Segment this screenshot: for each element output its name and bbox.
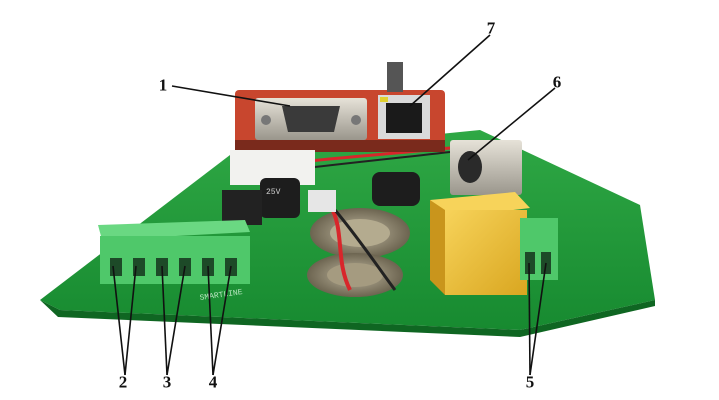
header-pins xyxy=(387,62,403,92)
mosfet xyxy=(222,190,262,225)
module-board-shadow xyxy=(235,140,445,152)
pcb-edge xyxy=(40,300,655,337)
rj45-led xyxy=(380,97,388,102)
callout-7-label: 7 xyxy=(486,18,496,38)
relay-body xyxy=(445,210,527,295)
callout-lines xyxy=(112,34,556,376)
small-connector xyxy=(308,190,336,212)
callout-4-label: 4 xyxy=(208,372,218,392)
db9-screw-left xyxy=(261,115,271,125)
mini-din-port xyxy=(458,151,482,183)
callout-3-label: 3 xyxy=(162,372,172,392)
capacitor-1 xyxy=(260,178,300,218)
rj45-port xyxy=(386,103,422,133)
db9-port xyxy=(282,106,340,132)
terminal-block-6pin-top xyxy=(98,220,250,240)
callout-6-label: 6 xyxy=(552,72,562,92)
black-wire xyxy=(333,209,397,291)
buzzer-top-inner xyxy=(330,219,390,247)
db9-screw-right xyxy=(351,115,361,125)
red-wire xyxy=(328,203,352,291)
relay-side xyxy=(430,200,445,295)
callout-1-label: 1 xyxy=(158,75,168,95)
callout-5-label: 5 xyxy=(525,372,535,392)
terminal-2pin-slot-a xyxy=(525,252,535,274)
buzzer-bottom-inner xyxy=(327,263,383,287)
capacitor-2 xyxy=(372,172,420,206)
callout-2-label: 2 xyxy=(118,372,128,392)
capacitor-marking: 25V xyxy=(266,188,281,197)
